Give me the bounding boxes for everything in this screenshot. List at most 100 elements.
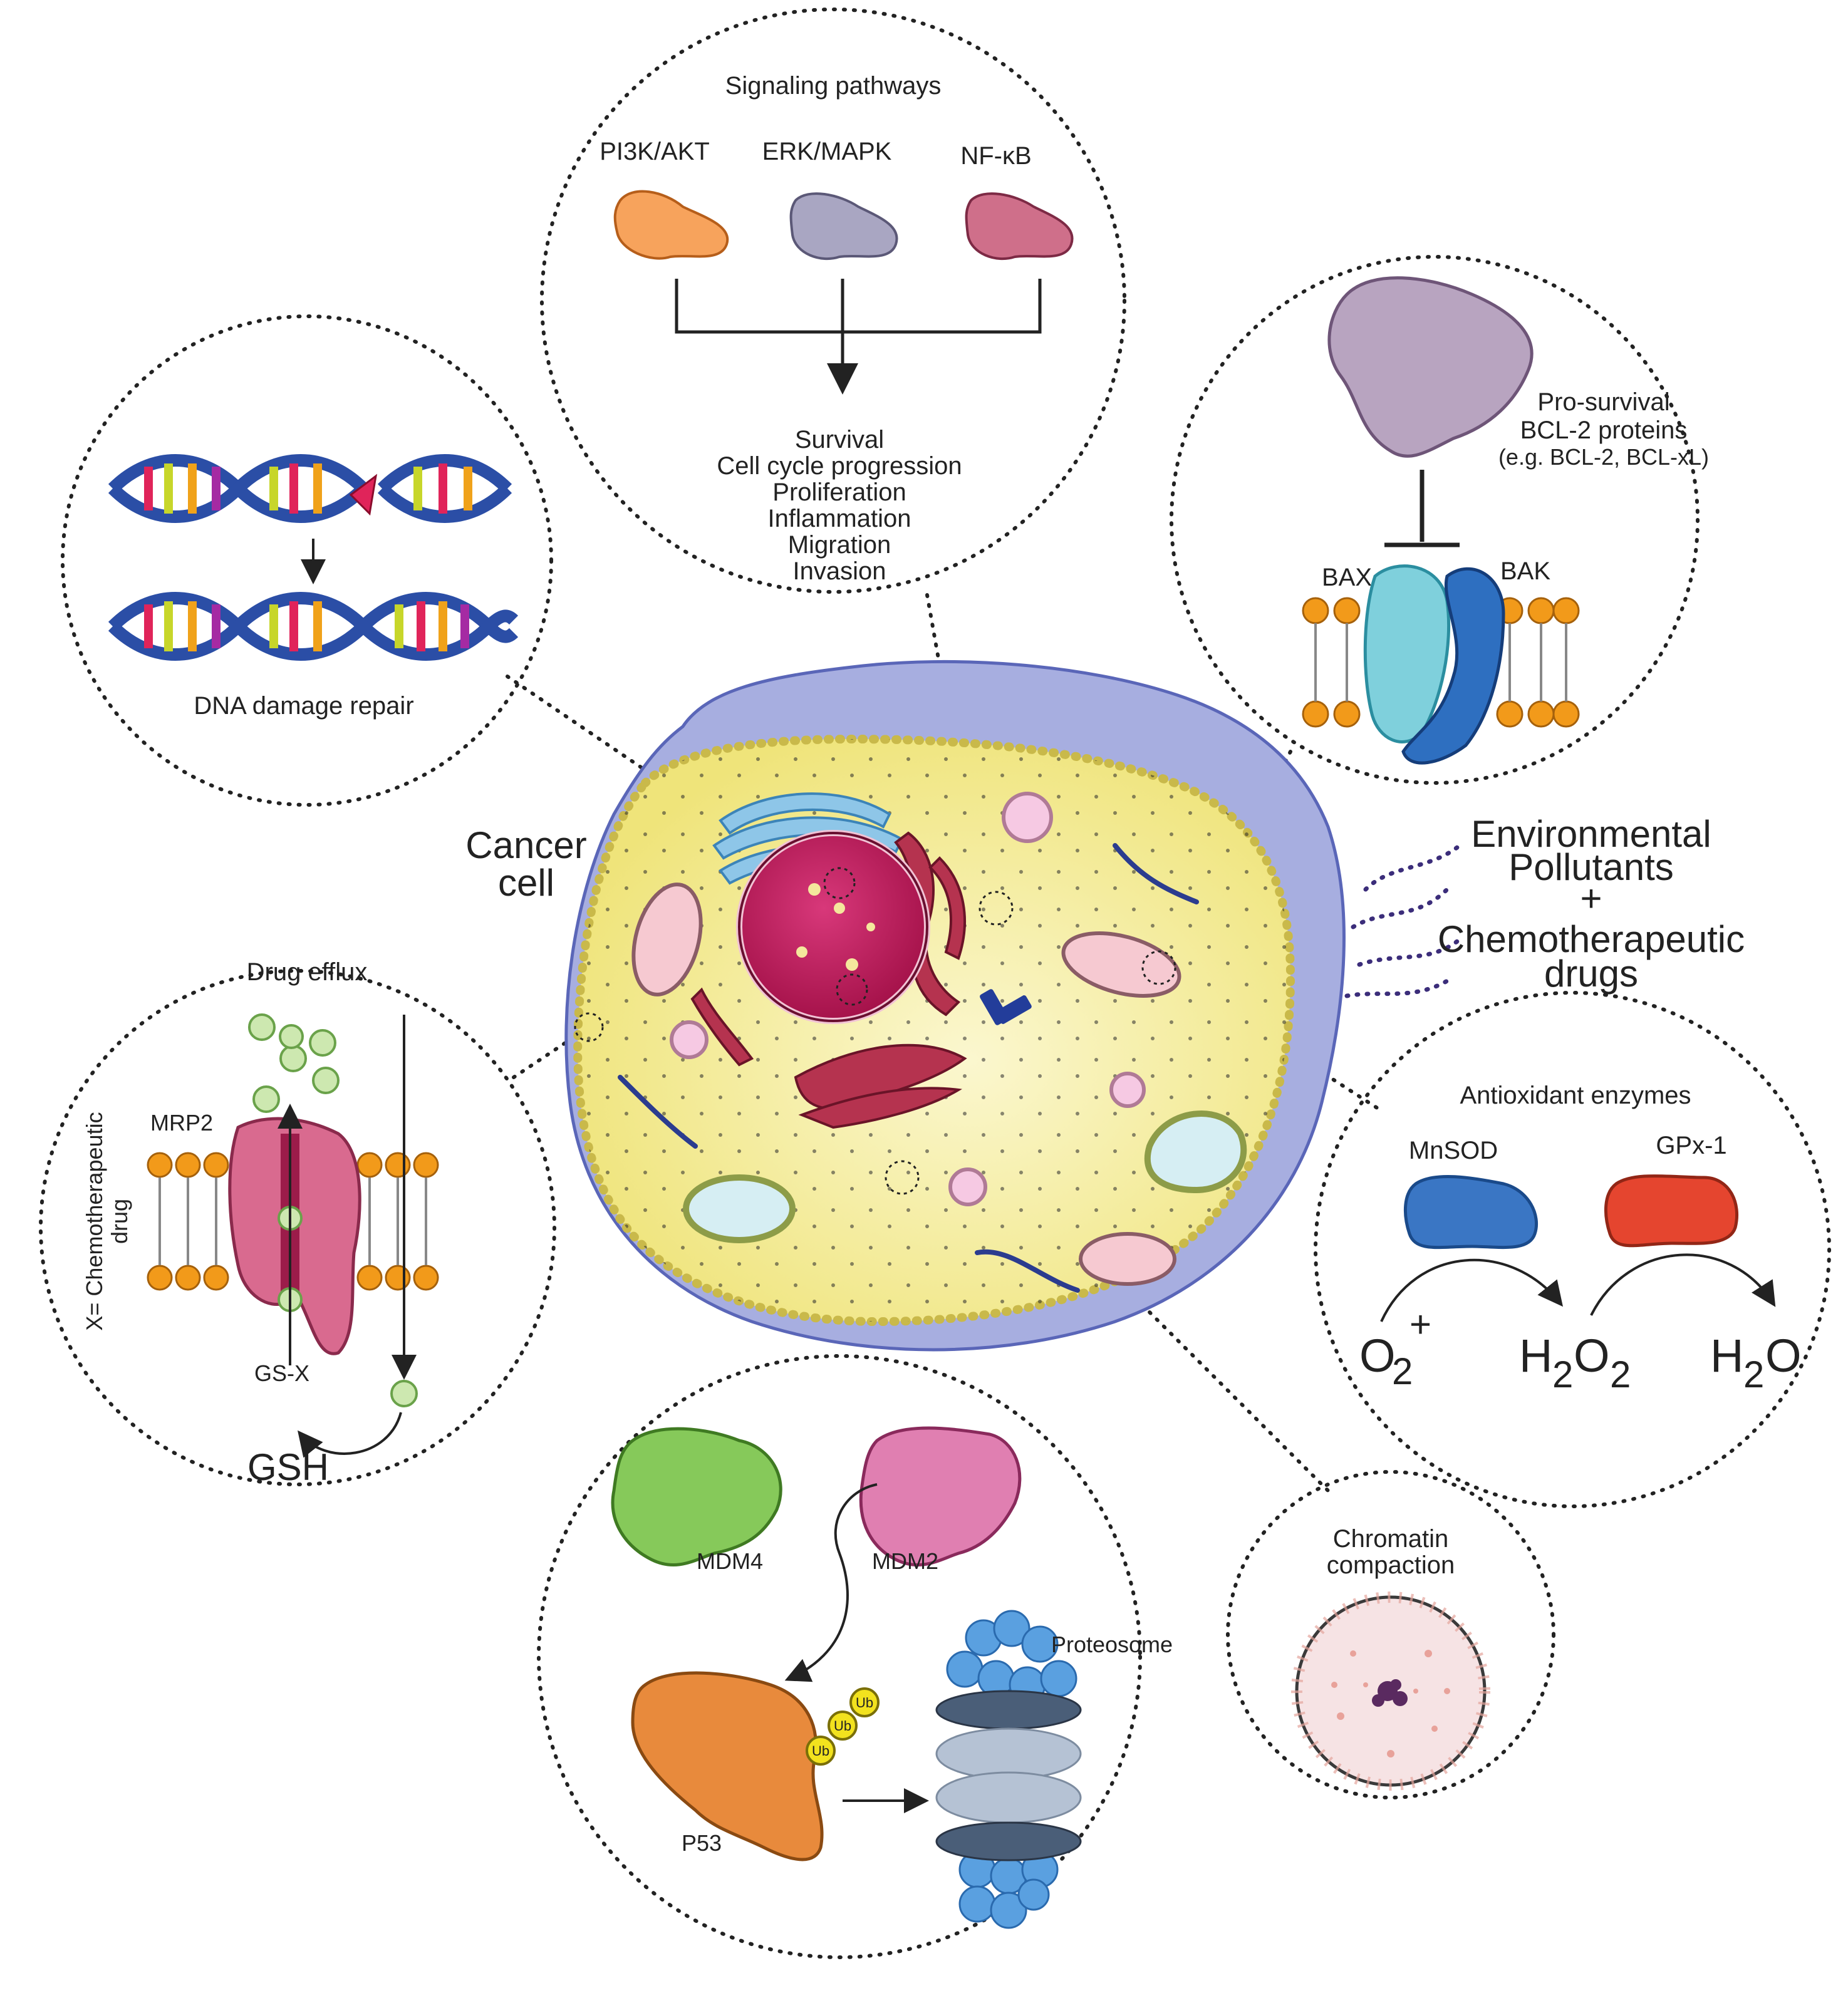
pollutant-particles	[1344, 843, 1462, 998]
outcome-survival: Survival	[795, 426, 884, 453]
bax-label: BAX	[1322, 564, 1372, 591]
p53-protein-shape	[631, 1671, 824, 1861]
signaling-circle	[540, 8, 1126, 594]
dna-label: DNA damage repair	[194, 692, 413, 720]
microtubule	[1113, 843, 1199, 904]
bcl2-protein-shape	[1327, 276, 1534, 458]
ubiquitin	[806, 1736, 836, 1766]
gsh-label: GSH	[247, 1446, 329, 1488]
dna-repair-panel: DNA damage repair	[61, 314, 553, 807]
p53-circle	[537, 1354, 1142, 1959]
p53-label: P53	[682, 1830, 722, 1856]
pollutants-label: Environmental Pollutants + Chemotherapeu…	[1438, 813, 1745, 995]
mdm4-protein-shape	[611, 1427, 782, 1566]
proteasome-shape	[935, 1610, 1082, 1929]
bak-label: BAK	[1500, 557, 1550, 585]
vacuole	[1144, 1110, 1247, 1194]
antioxidant-circle	[1314, 991, 1831, 1508]
chromatin-panel: Chromatin compaction	[1226, 1470, 1555, 1799]
chromatin-speckles	[1331, 1650, 1450, 1757]
mnsod-enzyme-shape	[1403, 1175, 1539, 1250]
target-circle	[1141, 950, 1176, 985]
pollutants-line2: Pollutants	[1508, 846, 1674, 888]
species-o2-sup: +	[1409, 1303, 1431, 1345]
bcl2-panel: Pro-survival BCL-2 proteins (e.g. BCL-2,…	[1170, 255, 1709, 785]
target-circle	[836, 973, 868, 1006]
chromatin-condensed	[1372, 1679, 1408, 1707]
outcome-cell-cycle: Cell cycle progression	[717, 452, 962, 480]
pathway-pi3k-label: PI3K/AKT	[600, 138, 710, 165]
inhibition-symbol	[1384, 470, 1460, 547]
species-o2-sub: 2	[1392, 1350, 1413, 1392]
outcome-inflammation: Inflammation	[768, 505, 911, 532]
cell-label-line1: Cancer	[465, 824, 586, 866]
efflux-arrows	[278, 1015, 417, 1458]
cancer-cell	[564, 660, 1346, 1352]
mitochondrion	[1079, 1232, 1176, 1286]
vacuole	[683, 1174, 796, 1243]
proteasome-label: Proteosome	[1051, 1632, 1173, 1657]
ubiquitin-chain: Ub Ub Ub	[806, 1687, 880, 1766]
species-h2o2-o: O	[1574, 1330, 1610, 1382]
mitochondrion	[1061, 931, 1181, 998]
species-o2-text: O	[1359, 1330, 1396, 1382]
drug-efflux-panel: Drug efflux MRP2 X= Chemotherapeutic dru…	[39, 958, 556, 1488]
bcl2-circle	[1170, 255, 1700, 785]
drug-molecules	[248, 1013, 340, 1113]
target-circle	[574, 1012, 604, 1042]
pollutants-line4: Chemotherapeutic	[1438, 918, 1745, 960]
mnsod-label: MnSOD	[1409, 1137, 1498, 1164]
species-h2o2-h: H	[1519, 1330, 1552, 1382]
antioxidant-title: Antioxidant enzymes	[1460, 1082, 1691, 1109]
species-h2o-h: H	[1710, 1330, 1743, 1382]
centriole	[980, 989, 1032, 1025]
signaling-convergence-arrow	[675, 279, 1042, 395]
dna-helix-damaged	[108, 454, 512, 523]
efflux-side-label-line1: X= Chemotherapeutic	[81, 1112, 107, 1330]
vesicle	[1109, 1072, 1146, 1108]
signaling-title: Signaling pathways	[725, 72, 942, 100]
efflux-side-label-line2: drug	[106, 1199, 132, 1244]
mdm-to-p53-arrow	[784, 1483, 878, 1682]
vesicle	[670, 1020, 709, 1059]
pathway-erk-label: ERK/MAPK	[762, 138, 892, 165]
lipid-bilayer	[1302, 597, 1580, 728]
species-h2o-o: O	[1765, 1330, 1802, 1382]
drug-inside	[390, 1380, 418, 1407]
target-circle	[979, 891, 1014, 926]
microtubule	[618, 1075, 698, 1149]
microtubule	[975, 1249, 1080, 1293]
dna-circle	[61, 314, 553, 807]
gpx-label: GPx-1	[1656, 1132, 1726, 1159]
p53-panel: MDM4 MDM2 P53 Ub Ub Ub Proteosome	[537, 1354, 1173, 1959]
chromatin-circle	[1226, 1470, 1555, 1799]
species-h2o2-sub2: 2	[1610, 1354, 1631, 1395]
ub-label: Ub	[812, 1743, 829, 1759]
target-circle	[823, 867, 856, 899]
species-o2: O 2 +	[1359, 1303, 1431, 1392]
pi3k-protein-shape	[613, 190, 729, 260]
erk-protein-shape	[789, 192, 898, 261]
efflux-title: Drug efflux	[247, 958, 368, 986]
cell-label-line2: cell	[498, 862, 554, 904]
bcl2-line1: Pro-survival	[1537, 388, 1669, 416]
species-h2o2-sub1: 2	[1552, 1354, 1573, 1395]
vesicle	[948, 1167, 987, 1206]
mdm4-label: MDM4	[697, 1548, 763, 1574]
ub-label: Ub	[834, 1718, 851, 1734]
pathway-nfkb-label: NF-κB	[960, 142, 1031, 170]
dna-helix-repaired	[108, 592, 519, 661]
chromatin-line1: Chromatin	[1333, 1525, 1449, 1553]
gsx-label: GS-X	[254, 1360, 309, 1386]
antioxidant-arrows	[1380, 1253, 1776, 1322]
vesicle	[1002, 792, 1053, 843]
bcl2-line2: BCL-2 proteins	[1520, 417, 1688, 444]
species-h2o-sub: 2	[1743, 1354, 1764, 1395]
ubiquitin	[828, 1711, 858, 1741]
gpx-enzyme-shape	[1604, 1174, 1739, 1248]
bak-protein-shape	[1401, 567, 1505, 765]
mdm2-protein-shape	[859, 1426, 1022, 1566]
efflux-bilayer	[147, 1152, 439, 1291]
pollutants-line3: +	[1580, 877, 1602, 919]
species-h2o2: H 2 O 2	[1519, 1330, 1631, 1395]
